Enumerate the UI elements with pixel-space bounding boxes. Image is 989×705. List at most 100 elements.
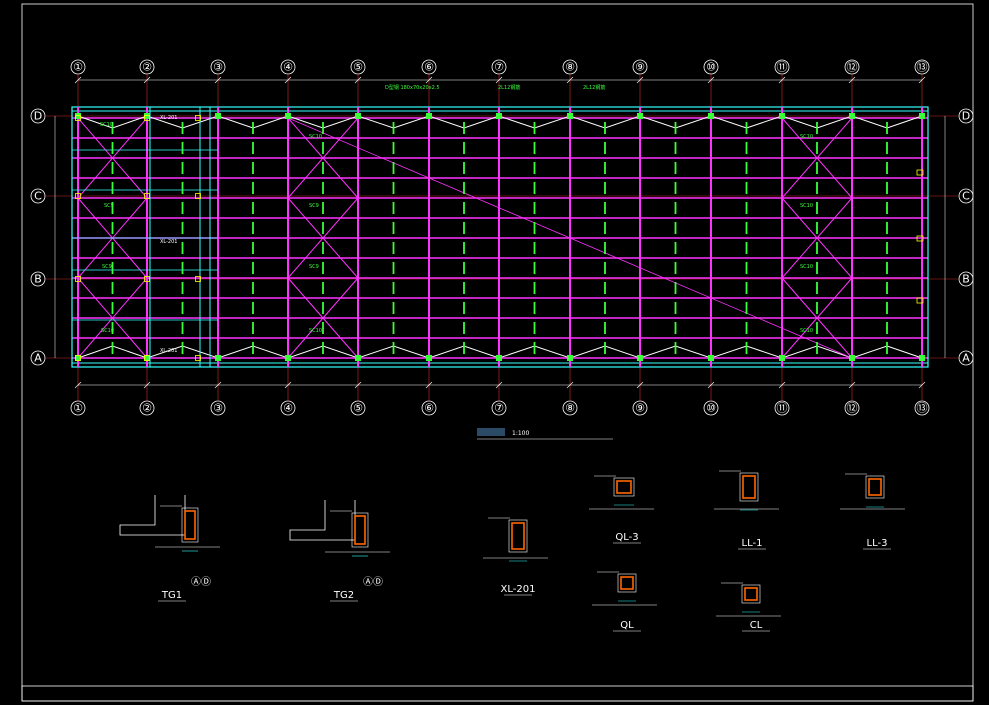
detail-outline: [741, 584, 761, 604]
axis-bubble: [30, 350, 46, 366]
connection-node: [75, 115, 81, 121]
detail-beam: [620, 576, 634, 590]
dimension-tick: [636, 76, 644, 84]
axis-label-13: ⑬: [917, 61, 928, 74]
connection-node: [144, 115, 150, 121]
axis-label-6: ⑥: [424, 61, 434, 74]
dimension-tick: [495, 381, 503, 389]
detail-label-4: LL-1: [742, 538, 763, 549]
axis-bubble: [958, 350, 974, 366]
axis-label-B: B: [962, 273, 970, 286]
column-node: [75, 113, 81, 119]
member-label: SC10: [800, 328, 813, 334]
detail-outline: [613, 477, 635, 497]
axis-label-8: ⑧: [565, 402, 575, 415]
connection-node: [916, 235, 924, 242]
connection-node: [144, 276, 150, 282]
axis-label-12: ⑫: [847, 402, 858, 415]
detail-outline: [617, 573, 637, 593]
long-diagonal: [287, 117, 853, 359]
cross-brace: [781, 277, 853, 359]
detail-beam: [744, 587, 758, 601]
axis-bubble: [958, 108, 974, 124]
axis-label-2: ②: [142, 61, 152, 74]
detail-outline: [865, 475, 885, 499]
connection-node: [916, 297, 924, 304]
detail-beam: [616, 480, 632, 494]
detail-marker: ⒶⒹ: [191, 576, 211, 588]
axis-label-7: ⑦: [494, 402, 504, 415]
dimension-tick: [214, 381, 222, 389]
dimension-tick: [354, 76, 362, 84]
connection-node: [75, 355, 81, 361]
connection-node: [195, 193, 201, 199]
detail-beam: [511, 522, 525, 550]
dimension-tick: [848, 76, 856, 84]
axis-label-C: C: [34, 190, 42, 203]
cross-brace: [287, 197, 359, 279]
detail-beam: [184, 510, 196, 540]
axis-label-3: ③: [213, 402, 223, 415]
axis-label-10: ⑩: [706, 402, 716, 415]
dimension-tick: [74, 76, 82, 84]
connection-node: [75, 276, 81, 282]
detail-beam: [354, 515, 366, 545]
cross-brace: [77, 117, 148, 199]
axis-label-A: A: [34, 352, 42, 365]
plan-scale: 1:100: [512, 430, 529, 437]
column-node: [567, 113, 573, 119]
column-node: [637, 113, 643, 119]
connection-node: [195, 355, 201, 361]
detail-outline: [508, 519, 528, 553]
column-node: [496, 355, 502, 361]
column-node: [75, 355, 81, 361]
detail-outline: [739, 472, 759, 502]
axis-bubble: [958, 188, 974, 204]
column-node: [708, 355, 714, 361]
detail-beam: [742, 475, 756, 499]
dimension-tick: [214, 76, 222, 84]
detail-label-6: QL: [620, 620, 634, 631]
dimension-tick: [848, 381, 856, 389]
connection-node: [75, 193, 81, 199]
dimension-tick: [425, 381, 433, 389]
footing-profile: [289, 500, 356, 541]
detail-marker: ⒶⒹ: [363, 576, 383, 588]
member-label: SC10: [309, 328, 322, 334]
axis-label-11: ⑪: [777, 402, 788, 415]
dimension-tick: [918, 381, 926, 389]
detail-label-1: TG2: [333, 590, 354, 601]
column-node: [919, 113, 925, 119]
member-label: SC10: [800, 134, 813, 140]
connection-node: [144, 193, 150, 199]
dimension-tick: [566, 76, 574, 84]
detail-label-0: TG1: [161, 590, 182, 601]
column-node: [285, 355, 291, 361]
dimension-tick: [143, 381, 151, 389]
dimension-tick: [778, 76, 786, 84]
detail-label-7: CL: [750, 620, 763, 631]
axis-label-5: ⑤: [353, 402, 363, 415]
connection-node: [195, 276, 201, 282]
axis-label-D: D: [962, 110, 970, 123]
axis-label-3: ③: [213, 61, 223, 74]
dimension-tick: [778, 381, 786, 389]
detail-label-2: XL-201: [501, 584, 536, 595]
axis-label-10: ⑩: [706, 61, 716, 74]
column-node: [355, 355, 361, 361]
axis-label-9: ⑨: [635, 61, 645, 74]
connection-node: [144, 355, 150, 361]
connection-node: [916, 169, 924, 176]
column-node: [919, 355, 925, 361]
axis-bubble: [958, 271, 974, 287]
cross-brace: [781, 117, 853, 199]
axis-label-B: B: [34, 273, 42, 286]
dimension-tick: [918, 76, 926, 84]
plan-caption-box: [477, 428, 505, 436]
dimension-tick: [143, 76, 151, 84]
member-label: SC9: [104, 203, 114, 209]
dimension-tick: [495, 76, 503, 84]
beam-label: XL-201: [160, 239, 177, 245]
column-node: [637, 355, 643, 361]
